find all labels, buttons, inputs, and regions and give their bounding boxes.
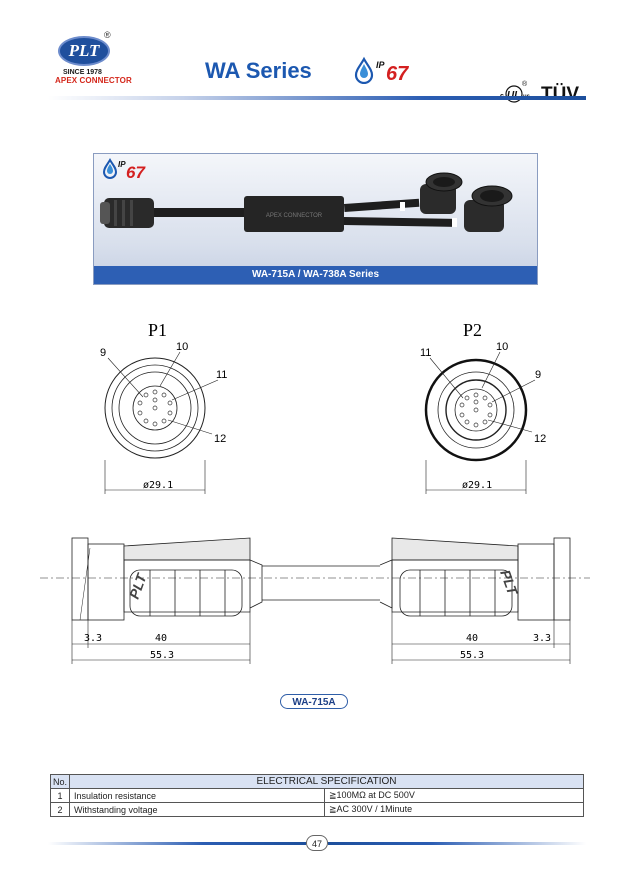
header-title: ELECTRICAL SPECIFICATION [69, 774, 584, 789]
row-no: 1 [49, 788, 71, 803]
registered-mark: ® [104, 30, 111, 40]
page-title: WA Series [205, 58, 312, 83]
water-drop-icon [354, 56, 374, 84]
certification-marks: c UL us ® TÜV [500, 80, 579, 105]
svg-text:10: 10 [496, 341, 508, 353]
svg-text:40: 40 [466, 633, 478, 644]
cable-illustration: IP 67 APEX CONNECTOR [100, 158, 513, 232]
svg-text:10: 10 [176, 341, 188, 353]
company-name: APEX CONNECTOR [55, 76, 132, 85]
photo-caption: WA-715A / WA-738A Series [94, 266, 537, 284]
svg-text:P1: P1 [148, 320, 167, 340]
svg-text:55.3: 55.3 [460, 650, 484, 661]
svg-text:IP: IP [376, 60, 386, 70]
photo-ip67-badge: IP 67 [102, 158, 146, 182]
since-text: SINCE 1978 [63, 69, 102, 76]
svg-text:11: 11 [420, 347, 431, 359]
svg-text:40: 40 [155, 633, 167, 644]
svg-text:55.3: 55.3 [150, 650, 174, 661]
footer-divider-right [328, 842, 586, 845]
table-row: 1 Insulation resistance ≧100MΩ at DC 500… [49, 788, 584, 803]
row-no: 2 [49, 802, 71, 817]
svg-text:3.3: 3.3 [84, 633, 102, 644]
svg-text:IP: IP [118, 160, 126, 169]
svg-text:PLT: PLT [126, 570, 150, 601]
svg-text:67: 67 [126, 163, 146, 182]
row-item: Withstanding voltage [69, 802, 326, 817]
svg-text:12: 12 [534, 433, 546, 445]
svg-text:9: 9 [535, 369, 541, 381]
row-value: ≧AC 300V / 1Minute [324, 802, 584, 817]
svg-text:11: 11 [216, 369, 227, 381]
svg-text:67: 67 [386, 63, 409, 84]
svg-text:9: 9 [100, 347, 106, 359]
footer-divider-left [48, 842, 306, 845]
svg-text:TÜV: TÜV [541, 84, 579, 105]
svg-text:APEX CONNECTOR: APEX CONNECTOR [266, 213, 323, 219]
row-item: Insulation resistance [69, 788, 326, 803]
table-row: 2 Withstanding voltage ≧AC 300V / 1Minut… [49, 802, 584, 817]
header-divider [48, 96, 586, 100]
dimension-lines [71, 612, 571, 664]
page-number: 47 [306, 835, 328, 851]
svg-text:ø29.1: ø29.1 [143, 480, 173, 491]
cable-side-view: PLT PLT [40, 537, 590, 621]
table-header-row: No. ELECTRICAL SPECIFICATION [49, 774, 584, 789]
p1-drawing: P1 9 10 11 12 ø29.1 [100, 320, 227, 494]
product-photo: IP 67 APEX CONNECTOR [93, 153, 538, 285]
model-label: WA-715A [280, 694, 348, 709]
svg-text:3.3: 3.3 [533, 633, 551, 644]
technical-drawing: P1 9 10 11 12 ø29.1 P2 [40, 320, 590, 664]
svg-text:12: 12 [214, 433, 226, 445]
company-logo: PLT [58, 36, 110, 66]
svg-text:®: ® [522, 80, 528, 88]
row-value: ≧100MΩ at DC 500V [324, 788, 584, 803]
svg-text:ø29.1: ø29.1 [462, 480, 492, 491]
p2-drawing: P2 11 10 9 12 ø29.1 [420, 320, 546, 494]
svg-text:P2: P2 [463, 320, 482, 340]
header-no: No. [49, 774, 71, 789]
ip67-badge: IP 67 [354, 56, 409, 84]
svg-text:UL: UL [507, 90, 520, 101]
electrical-spec-table: No. ELECTRICAL SPECIFICATION 1 Insulatio… [49, 774, 584, 817]
